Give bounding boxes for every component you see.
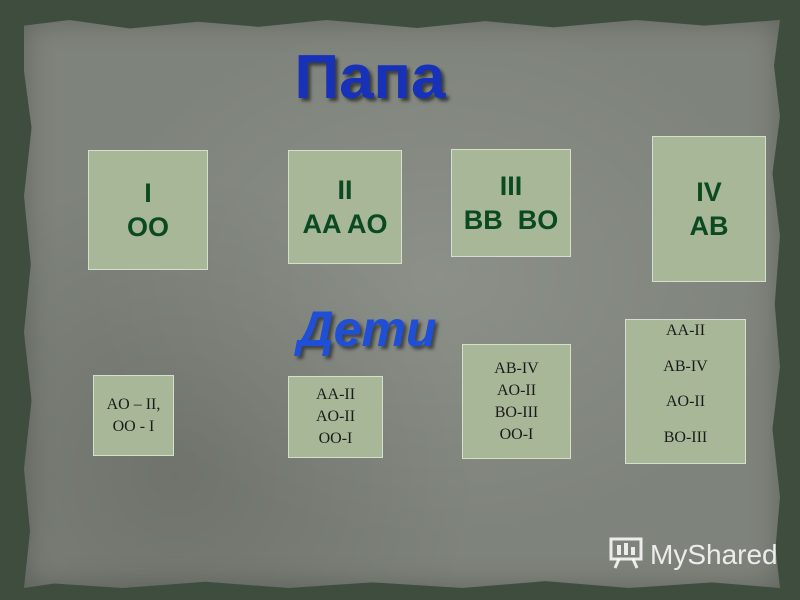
parent-box-2: II AA AO — [288, 150, 402, 264]
presentation-board-icon — [608, 536, 650, 575]
parent-box-1: I OO — [88, 150, 208, 270]
child-box-3-line: AB-IV — [494, 359, 539, 377]
parent-box-2-group: II — [337, 175, 353, 205]
child-box-4: AA-II AB-IV AO-II BO-III — [625, 319, 746, 464]
title-papa: Папа — [294, 43, 446, 112]
child-box-4-line: AO-II — [665, 393, 706, 411]
parent-box-4-genotype: AB — [689, 211, 729, 241]
child-box-3-line: BO-III — [494, 403, 539, 421]
child-box-1: AO – II, OO - I — [93, 375, 174, 456]
child-box-3: AB-IV AO-II BO-III OO-I — [462, 344, 571, 459]
child-box-4-line: AA-II — [665, 322, 706, 339]
parent-box-2-genotype: AA AO — [302, 209, 388, 239]
parent-box-3-genotype: BB BO — [463, 205, 559, 235]
parent-box-4-group: IV — [696, 177, 722, 207]
logo-text: MyShared — [650, 539, 778, 570]
parent-box-1-genotype: OO — [126, 212, 169, 242]
title-deti: Дети — [297, 301, 437, 357]
child-box-3-line: AO-II — [496, 381, 537, 399]
child-box-2-line: AO-II — [315, 408, 356, 425]
child-box-2: AA-II AO-II OO-I — [288, 376, 383, 458]
myshared-logo: MyShared — [608, 536, 778, 574]
child-box-4-line: BO-III — [663, 428, 708, 446]
parent-box-3: III BB BO — [451, 149, 571, 257]
parent-box-3-group: III — [499, 171, 523, 201]
parent-box-1-group: I — [144, 178, 152, 208]
child-box-4-line: AB-IV — [663, 357, 708, 375]
parent-box-4: IV AB — [652, 136, 766, 282]
child-box-1-line: OO - I — [112, 417, 155, 435]
slide-background — [24, 20, 780, 588]
child-box-2-line: AA-II — [315, 386, 356, 403]
child-box-1-line: AO – II, — [106, 395, 161, 413]
child-box-3-line: OO-I — [499, 425, 534, 443]
child-box-2-line: OO-I — [318, 430, 353, 447]
